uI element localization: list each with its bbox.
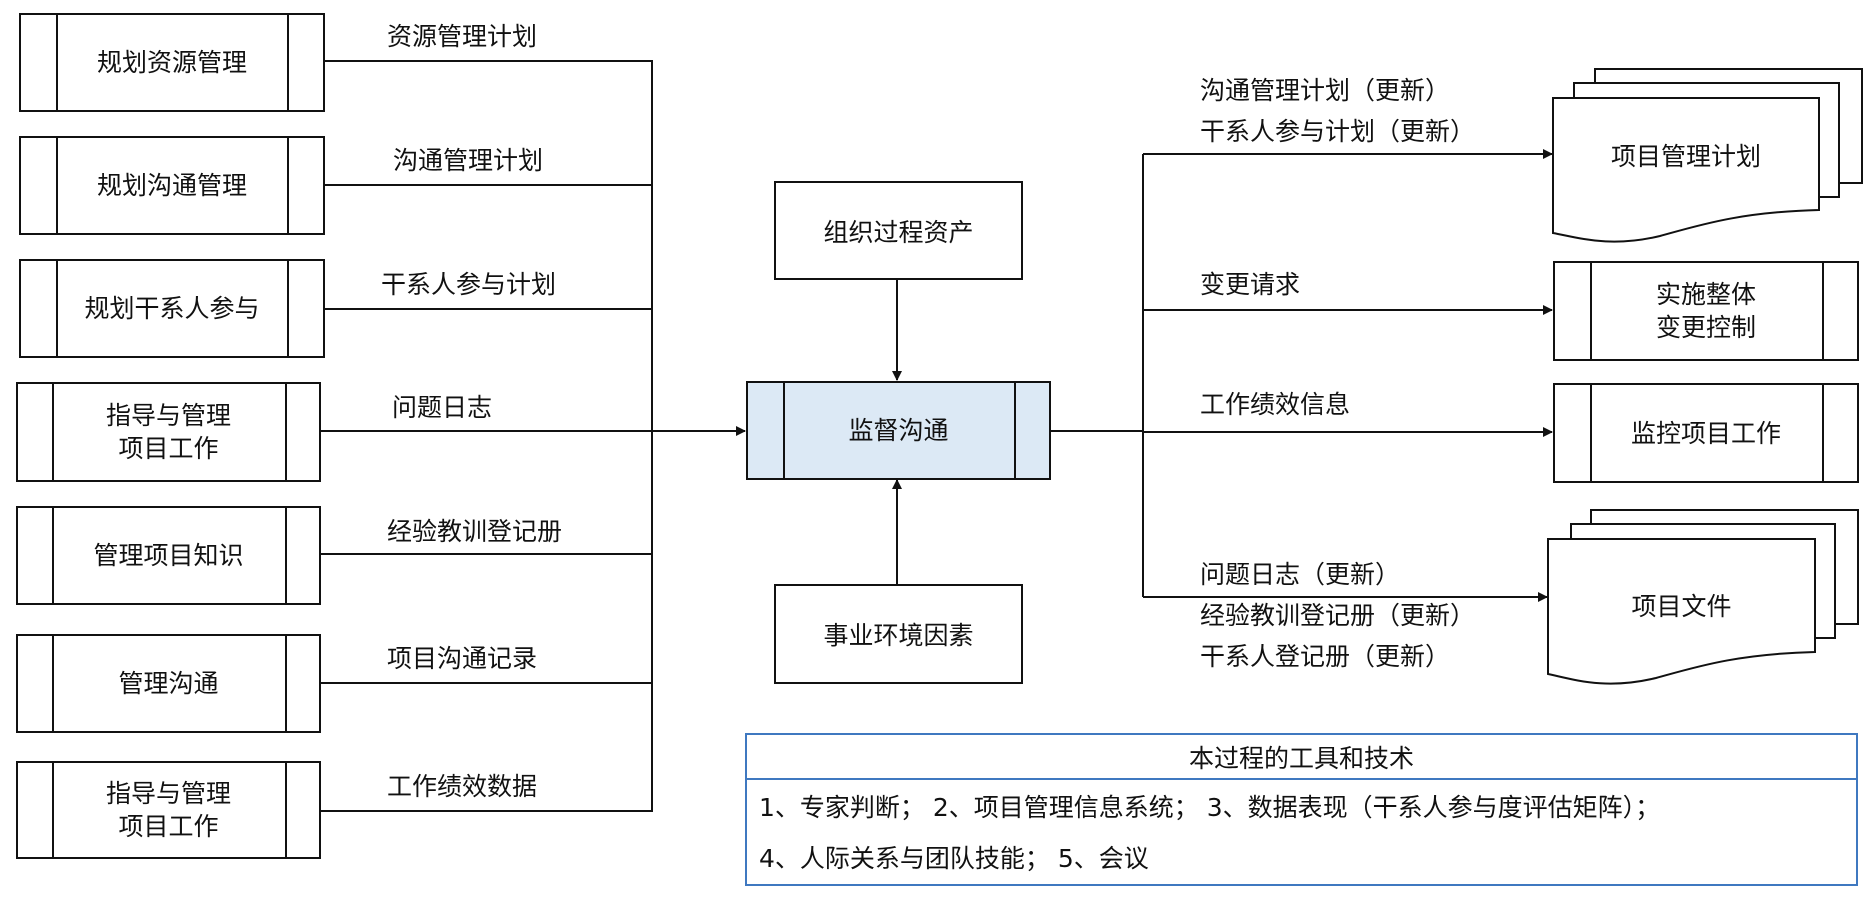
- divider: [56, 261, 58, 356]
- input-label-4: 问题日志: [392, 393, 493, 422]
- input-process-6[interactable]: 管理沟通: [16, 634, 321, 733]
- output-label-4b: 经验教训登记册（更新）: [1200, 601, 1476, 630]
- input-process-2[interactable]: 规划沟通管理: [19, 136, 325, 235]
- doc-front: [1547, 538, 1816, 685]
- divider: [56, 138, 58, 233]
- tools-line-1: 1、专家判断； 2、项目管理信息系统； 3、数据表现（干系人参与度评估矩阵）；: [759, 793, 1661, 822]
- divider: [1822, 385, 1824, 481]
- divider: [287, 138, 289, 233]
- process-label: 管理项目知识: [93, 541, 244, 570]
- divider: [52, 508, 54, 603]
- divider: [285, 508, 287, 603]
- input-label-3: 干系人参与计划: [381, 270, 557, 299]
- main-process-label: 监督沟通: [848, 416, 949, 445]
- divider: [1590, 263, 1592, 359]
- output-label-4a: 问题日志（更新）: [1200, 560, 1401, 589]
- divider: [1014, 383, 1016, 478]
- input-label-7: 工作绩效数据: [387, 772, 538, 801]
- tools-techniques-panel: 本过程的工具和技术 1、专家判断； 2、项目管理信息系统； 3、数据表现（干系人…: [745, 733, 1858, 886]
- monitor-project-work-box[interactable]: 监控项目工作: [1553, 383, 1859, 483]
- main-process-box[interactable]: 监督沟通: [746, 381, 1051, 480]
- process-label-line: 指导与管理: [105, 779, 231, 808]
- divider: [52, 636, 54, 731]
- divider: [52, 763, 54, 857]
- divider: [1822, 263, 1824, 359]
- divider: [56, 15, 58, 110]
- output-label-3: 工作绩效信息: [1200, 390, 1351, 419]
- output-label-1a: 沟通管理计划（更新）: [1200, 76, 1451, 105]
- divider: [1590, 385, 1592, 481]
- process-label: 规划资源管理: [96, 48, 247, 77]
- input-label-5: 经验教训登记册: [387, 517, 563, 546]
- process-label-line: 实施整体: [1655, 280, 1756, 309]
- process-label-line: 项目工作: [118, 812, 219, 841]
- project-documents-label: 项目文件: [1631, 592, 1732, 621]
- project-management-plan-label: 项目管理计划: [1610, 142, 1761, 171]
- input-process-4[interactable]: 指导与管理 项目工作: [16, 382, 321, 482]
- divider: [783, 383, 785, 478]
- input-process-1[interactable]: 规划资源管理: [19, 13, 325, 112]
- tools-line-2: 4、人际关系与团队技能； 5、会议: [759, 844, 1149, 873]
- process-label: 规划沟通管理: [96, 171, 247, 200]
- output-label-4c: 干系人登记册（更新）: [1200, 642, 1451, 671]
- input-process-7[interactable]: 指导与管理 项目工作: [16, 761, 321, 859]
- output-label-1b: 干系人参与计划（更新）: [1200, 117, 1476, 146]
- enterprise-env-factors-box[interactable]: 事业环境因素: [774, 584, 1023, 684]
- divider: [285, 636, 287, 731]
- process-label-line: 变更控制: [1655, 313, 1756, 342]
- project-management-plan-doc[interactable]: [1552, 68, 1863, 243]
- divider: [287, 15, 289, 110]
- input-label-6: 项目沟通记录: [387, 644, 538, 673]
- doc-front: [1552, 97, 1820, 243]
- output-label-2: 变更请求: [1200, 270, 1301, 299]
- process-label-line: 指导与管理: [105, 401, 231, 430]
- input-label-1: 资源管理计划: [387, 22, 538, 51]
- process-label: 规划干系人参与: [84, 294, 260, 323]
- perform-integrated-change-control-box[interactable]: 实施整体 变更控制: [1553, 261, 1859, 361]
- process-label: 监控项目工作: [1630, 418, 1781, 448]
- enterprise-env-factors-label: 事业环境因素: [823, 621, 974, 650]
- project-documents-doc[interactable]: [1547, 509, 1859, 685]
- process-label: 管理沟通: [118, 669, 219, 698]
- divider: [287, 261, 289, 356]
- input-label-2: 沟通管理计划: [393, 146, 544, 175]
- org-process-assets-label: 组织过程资产: [823, 217, 974, 247]
- input-process-5[interactable]: 管理项目知识: [16, 506, 321, 605]
- divider: [285, 763, 287, 857]
- divider: [285, 384, 287, 480]
- process-label-line: 项目工作: [118, 434, 219, 463]
- org-process-assets-box[interactable]: 组织过程资产: [774, 181, 1023, 280]
- input-process-3[interactable]: 规划干系人参与: [19, 259, 325, 358]
- tools-techniques-header: 本过程的工具和技术: [747, 735, 1856, 780]
- divider: [52, 384, 54, 480]
